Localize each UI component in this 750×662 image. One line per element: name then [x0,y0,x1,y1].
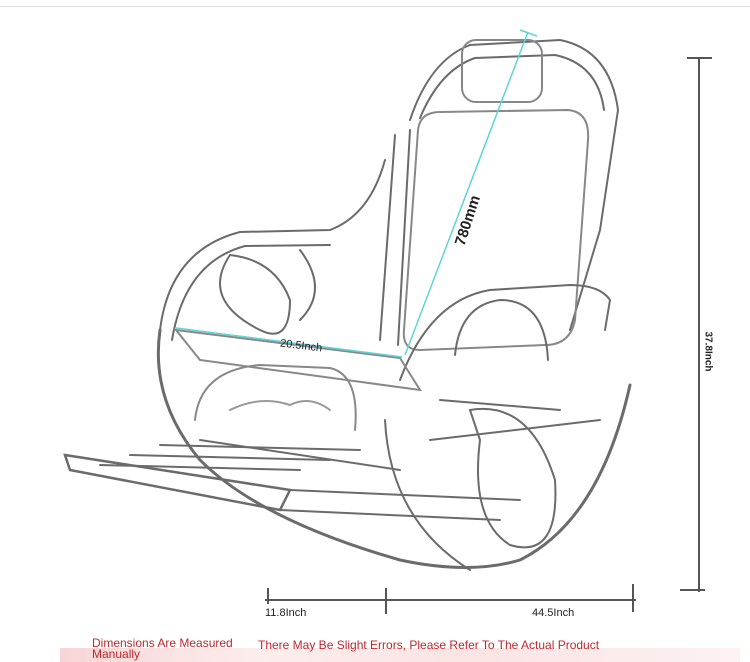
footrest-length-label: 11.8Inch [265,607,307,619]
top-border [0,0,750,7]
height-label: 37.8Inch [702,331,714,372]
back-frame [409,38,620,331]
back-length-measure-line [404,31,529,356]
left-armrest [159,159,386,331]
total-length-label: 44.5Inch [532,607,575,619]
right-armrest [399,283,612,381]
note-measured-manually: Dimensions Are Measured Manually [92,636,233,661]
note-slight-errors: There May Be Slight Errors, Please Refer… [258,638,600,652]
seat-width-measure-line [175,327,403,358]
seat [173,328,422,392]
headrest [461,39,543,103]
bottom-banner-background [60,648,740,662]
backrest-panel [402,108,590,352]
rocker [156,328,632,569]
